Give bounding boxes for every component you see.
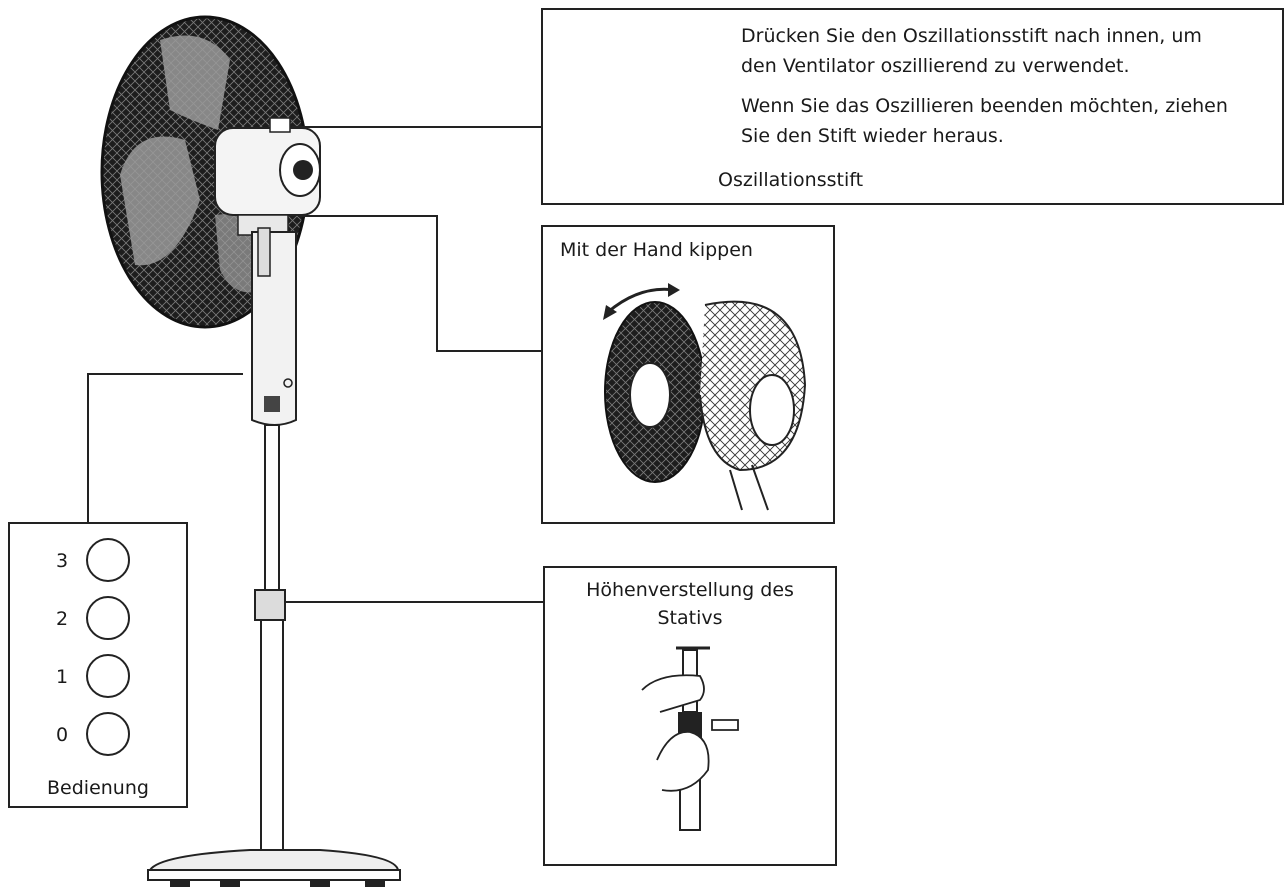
- tilt-callout: [541, 225, 835, 524]
- speed-button-label: 1: [56, 666, 68, 688]
- controls-title: Bedienung: [10, 776, 186, 800]
- speed-button-2: 2: [10, 596, 186, 644]
- speed-button-label: 3: [56, 550, 68, 572]
- speed-button-label: 0: [56, 724, 68, 746]
- fan-base: [148, 850, 400, 887]
- height-title-line2: Stativs: [543, 606, 837, 630]
- speed-button-0: 0: [10, 712, 186, 760]
- fan-pole: [255, 425, 285, 850]
- speed-button-label: 2: [56, 608, 68, 630]
- oscillation-text-line3: Wenn Sie das Oszillieren beenden möchten…: [741, 94, 1228, 118]
- speed-button-circle: [86, 654, 130, 698]
- speed-button-3: 3: [10, 538, 186, 586]
- speed-button-1: 1: [10, 654, 186, 702]
- oscillation-text-line4: Sie den Stift wieder heraus.: [741, 124, 1004, 148]
- oscillation-text-line1: Drücken Sie den Oszillationsstift nach i…: [741, 24, 1202, 48]
- controls-callout: 3 2 1 0 Bedienung: [8, 522, 188, 808]
- height-title-line1: Höhenverstellung des: [543, 578, 837, 602]
- oscillation-pin-label: Oszillationsstift: [718, 168, 863, 192]
- tilt-title: Mit der Hand kippen: [560, 238, 753, 262]
- speed-button-circle: [86, 596, 130, 640]
- fan-body: [252, 228, 296, 425]
- speed-button-circle: [86, 538, 130, 582]
- oscillation-text-line2: den Ventilator oszillierend zu verwendet…: [741, 54, 1130, 78]
- speed-button-circle: [86, 712, 130, 756]
